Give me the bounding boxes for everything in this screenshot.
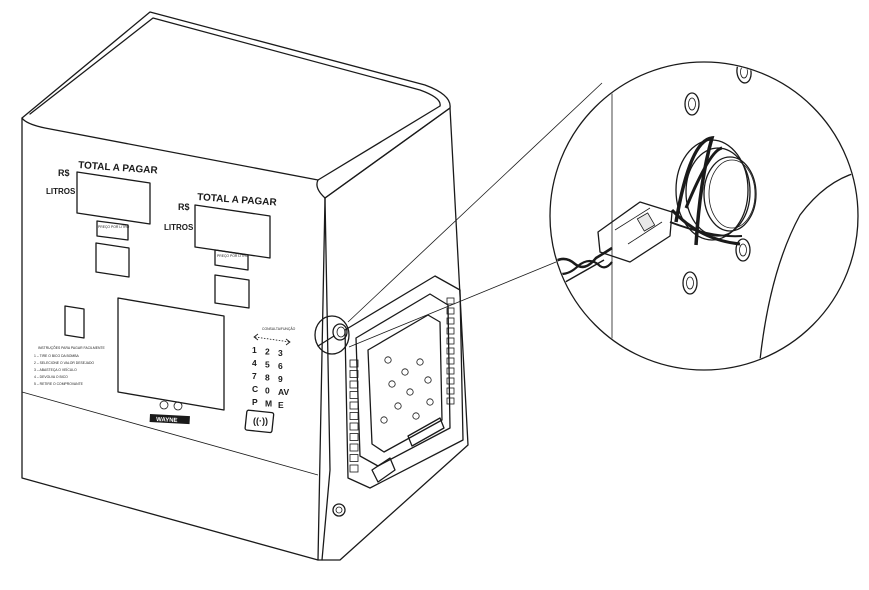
- bracket-hole: [401, 368, 409, 376]
- keypad-key: 1: [252, 345, 257, 355]
- instruction-line: 2 – SELECIONE O VALOR DESEJADO: [34, 361, 94, 365]
- left-price-label: PREÇO POR LITRO: [98, 225, 130, 229]
- keypad-key: C: [252, 384, 258, 394]
- right-price-screen-2: [214, 274, 250, 309]
- right-liters-label: LITROS: [164, 223, 194, 232]
- bracket-slot: [349, 391, 359, 399]
- keypad-key: P: [252, 397, 258, 407]
- bracket-hole: [416, 358, 424, 366]
- bracket-slot: [349, 401, 359, 410]
- seal-icon: [173, 401, 183, 411]
- left-liters-label: LITROS: [46, 187, 76, 196]
- keypad-key: 5: [265, 360, 270, 370]
- bracket-slot: [446, 367, 455, 375]
- left-price-screen-2: [95, 242, 130, 278]
- instruction-line: 3 – ABASTEÇA O VEÍCULO: [34, 368, 77, 372]
- keypad-header: CONSULTA/FUNÇÃO: [262, 326, 296, 331]
- bracket-slot: [446, 337, 455, 345]
- bracket-slot: [446, 387, 455, 395]
- right-amount-screen: [194, 204, 271, 259]
- bracket-slot: [446, 357, 455, 365]
- brand-area: WAYNE: [149, 400, 190, 425]
- side-button: [314, 315, 350, 355]
- keypad-key: 7: [252, 371, 257, 381]
- bracket-slot: [446, 347, 455, 355]
- bracket-slot: [349, 422, 359, 431]
- bracket-hole: [406, 388, 414, 396]
- keypad-key: 6: [278, 361, 283, 371]
- instruction-line: 5 – RETIRE O COMPROVANTE: [34, 382, 84, 386]
- right-currency-label: R$: [178, 202, 190, 212]
- instructions-block: INSTRUÇÕES PARA PAGAR FACILMENTE 1 – TIR…: [34, 345, 105, 386]
- zoom-leader-bottom: [348, 261, 557, 348]
- bracket-slot: [446, 397, 455, 405]
- side-bracket: [344, 275, 464, 489]
- right-price-label: PREÇO POR LITRO: [217, 254, 249, 258]
- left-display-panel: TOTAL A PAGAR R$ LITROS PREÇO POR LITRO: [46, 160, 159, 278]
- bracket-hole: [412, 412, 420, 420]
- lower-knob: [332, 503, 346, 517]
- keypad-key: 0: [265, 386, 270, 396]
- bracket-hole: [424, 376, 432, 384]
- left-currency-label: R$: [58, 168, 70, 178]
- bracket-slot: [349, 464, 359, 473]
- right-display-panel: TOTAL A PAGAR R$ LITROS PREÇO POR LITRO: [164, 192, 278, 309]
- bracket-slot: [349, 454, 359, 462]
- keypad-key: 3: [278, 348, 283, 358]
- card-slot: [64, 305, 85, 339]
- brand-logo-text: WAYNE: [156, 417, 178, 424]
- keypad-key: AV: [278, 387, 290, 397]
- bracket-slot: [349, 359, 359, 368]
- keypad-key: 4: [252, 358, 257, 368]
- left-amount-screen: [76, 171, 151, 225]
- keypad-key: 9: [278, 374, 283, 384]
- zoom-detail: [549, 61, 859, 371]
- right-price-screen-1: [214, 249, 249, 271]
- bracket-slot: [446, 377, 455, 385]
- dispenser-cabinet: [21, 11, 469, 561]
- instructions-title: INSTRUÇÕES PARA PAGAR FACILMENTE: [38, 345, 105, 350]
- bracket-slot: [446, 307, 455, 315]
- bracket-slot: [349, 380, 359, 389]
- bracket-slot: [349, 370, 359, 378]
- keypad-key: E: [278, 400, 284, 410]
- zoom-source-circle: [314, 315, 350, 355]
- bracket-slot: [349, 443, 359, 452]
- bracket-slot: [349, 433, 359, 441]
- keypad-key: 2: [265, 347, 270, 357]
- bracket-slot: [446, 327, 455, 335]
- bracket-hole: [388, 380, 396, 388]
- keypad-key: 8: [265, 373, 270, 383]
- contactless-reader: [244, 409, 275, 434]
- bracket-slot: [349, 412, 359, 420]
- instruction-line: 1 – TIRE O BICO DA BOMBA: [34, 354, 80, 358]
- zoom-leader-top: [347, 82, 603, 323]
- keypad-key: M: [265, 399, 272, 409]
- contactless-icon: ((·)): [253, 416, 268, 426]
- bracket-hole: [380, 416, 388, 424]
- bracket-slot: [446, 317, 455, 325]
- right-total-label: TOTAL A PAGAR: [197, 192, 278, 209]
- bracket-hole: [384, 356, 392, 364]
- arrows-icon: [254, 336, 291, 343]
- left-price-screen-1: [96, 220, 129, 241]
- main-screen: [117, 297, 225, 411]
- bracket-hole: [394, 402, 402, 410]
- tamper-seal-icon: [159, 400, 169, 410]
- instruction-line: 4 – DEVOLVA O BICO: [34, 375, 68, 379]
- brand-logo: [149, 414, 190, 425]
- bracket-hole: [426, 398, 434, 406]
- bracket-slot: [446, 297, 455, 305]
